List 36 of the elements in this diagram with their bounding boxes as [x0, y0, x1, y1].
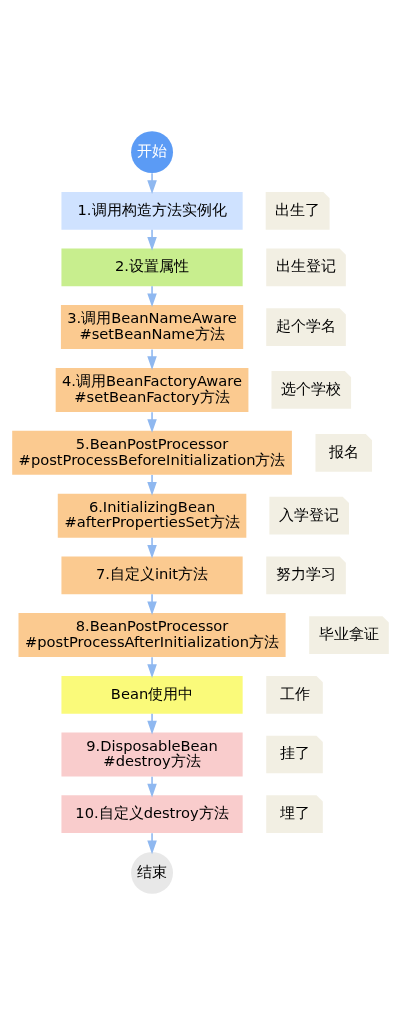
arrow — [147, 410, 157, 433]
node-label: 出生了 — [275, 200, 321, 218]
node-circle: 结束 — [131, 851, 173, 894]
node-box: 9.DisposableBean #destroy方法 — [61, 732, 243, 776]
node-label: 起个学名 — [276, 316, 337, 334]
arrow — [147, 536, 157, 559]
node-box: 1.调用构造方法实例化 — [61, 191, 243, 230]
node-label: 入学登记 — [279, 505, 340, 523]
node-box: Bean使用中 — [61, 675, 243, 714]
node-label: 工作 — [279, 684, 310, 702]
node-box: 10.自定义destroy方法 — [61, 794, 243, 833]
node-box: 2.设置属性 — [61, 248, 243, 286]
arrow — [147, 285, 157, 307]
node-label: 报名 — [328, 442, 359, 460]
arrow — [147, 172, 157, 194]
arrow — [147, 473, 157, 496]
arrow — [147, 655, 157, 678]
node-box: 7.自定义init方法 — [61, 556, 243, 594]
node-label: 选个学校 — [281, 379, 342, 397]
node-label: 努力学习 — [276, 564, 337, 582]
node-box: 4.调用BeanFactoryAware #setBeanFactory方法 — [55, 367, 249, 412]
arrow — [147, 831, 157, 854]
arrow — [147, 712, 157, 734]
node-label: 毕业拿证 — [318, 624, 379, 642]
node-box: 3.调用BeanNameAware #setBeanName方法 — [60, 304, 244, 349]
node-box: 8.BeanPostProcessor #postProcessAfterInitialization方法 — [18, 612, 286, 657]
node-circle: 开始 — [131, 130, 173, 173]
arrow — [147, 593, 157, 615]
node-label: 埋了 — [279, 803, 310, 821]
arrow — [147, 348, 157, 370]
node-label: 挂了 — [279, 743, 310, 761]
node-box: 5.BeanPostProcessor #postProcessBeforeInitialization方法 — [12, 430, 292, 475]
node-label: 出生登记 — [276, 256, 337, 274]
arrow — [147, 775, 157, 797]
arrow — [147, 228, 157, 251]
node-box: 6.InitializingBean #afterPropertiesSet方法 — [57, 493, 247, 538]
